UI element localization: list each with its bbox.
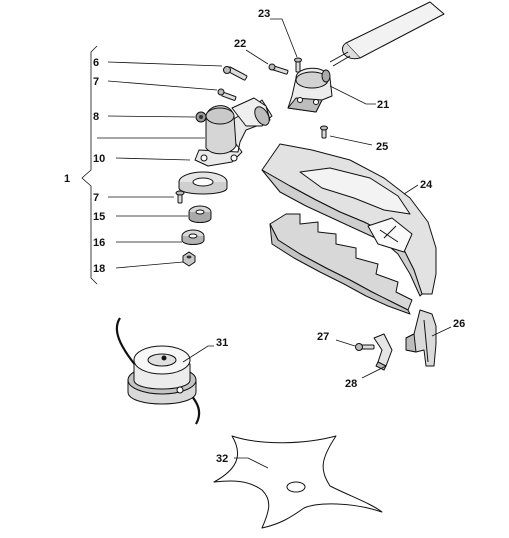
- label-10: 10: [93, 153, 105, 165]
- label-18: 18: [93, 263, 105, 275]
- label-32: 32: [216, 453, 228, 465]
- label-1: 1: [64, 173, 70, 185]
- label-8: 8: [93, 111, 99, 123]
- drive-shaft-tube: [329, 1, 445, 67]
- label-28: 28: [345, 378, 357, 390]
- label-6: 6: [93, 57, 99, 69]
- label-27: 27: [317, 331, 329, 343]
- label-22: 22: [234, 38, 246, 50]
- gearbox-housing: [194, 97, 273, 167]
- part-8-grease-plug: [195, 111, 207, 123]
- label-23: 23: [258, 8, 270, 20]
- part-10-cup-washer: [178, 171, 228, 195]
- label-7-upper: 7: [93, 76, 99, 88]
- part-25-screw: [320, 125, 328, 139]
- part-7-upper-screw: [217, 88, 237, 101]
- label-25: 25: [376, 141, 388, 153]
- part-22-screw: [268, 63, 289, 75]
- label-31: 31: [216, 337, 228, 349]
- label-7-lower: 7: [93, 192, 99, 204]
- part-7-lower-screw: [175, 190, 185, 204]
- part-16-washer: [181, 229, 205, 245]
- label-16: 16: [93, 237, 105, 249]
- part-28-line-cutter: [373, 333, 393, 371]
- label-21: 21: [377, 99, 389, 111]
- label-24: 24: [420, 179, 433, 191]
- part-31-trimmer-head: [115, 317, 201, 425]
- part-24-guard: [261, 143, 437, 315]
- label-15: 15: [93, 211, 105, 223]
- part-6-screw: [223, 66, 248, 81]
- part-27-screw: [355, 343, 375, 351]
- part-15-flange: [188, 205, 212, 223]
- part-21-clamp: [287, 67, 333, 113]
- part-18-nut: [182, 251, 196, 267]
- part-32-three-tooth-blade: [213, 435, 383, 529]
- group-bracket: [81, 45, 98, 285]
- part-26-guard-extension: [405, 309, 437, 367]
- label-26: 26: [453, 318, 465, 330]
- part-23-screw: [294, 57, 302, 73]
